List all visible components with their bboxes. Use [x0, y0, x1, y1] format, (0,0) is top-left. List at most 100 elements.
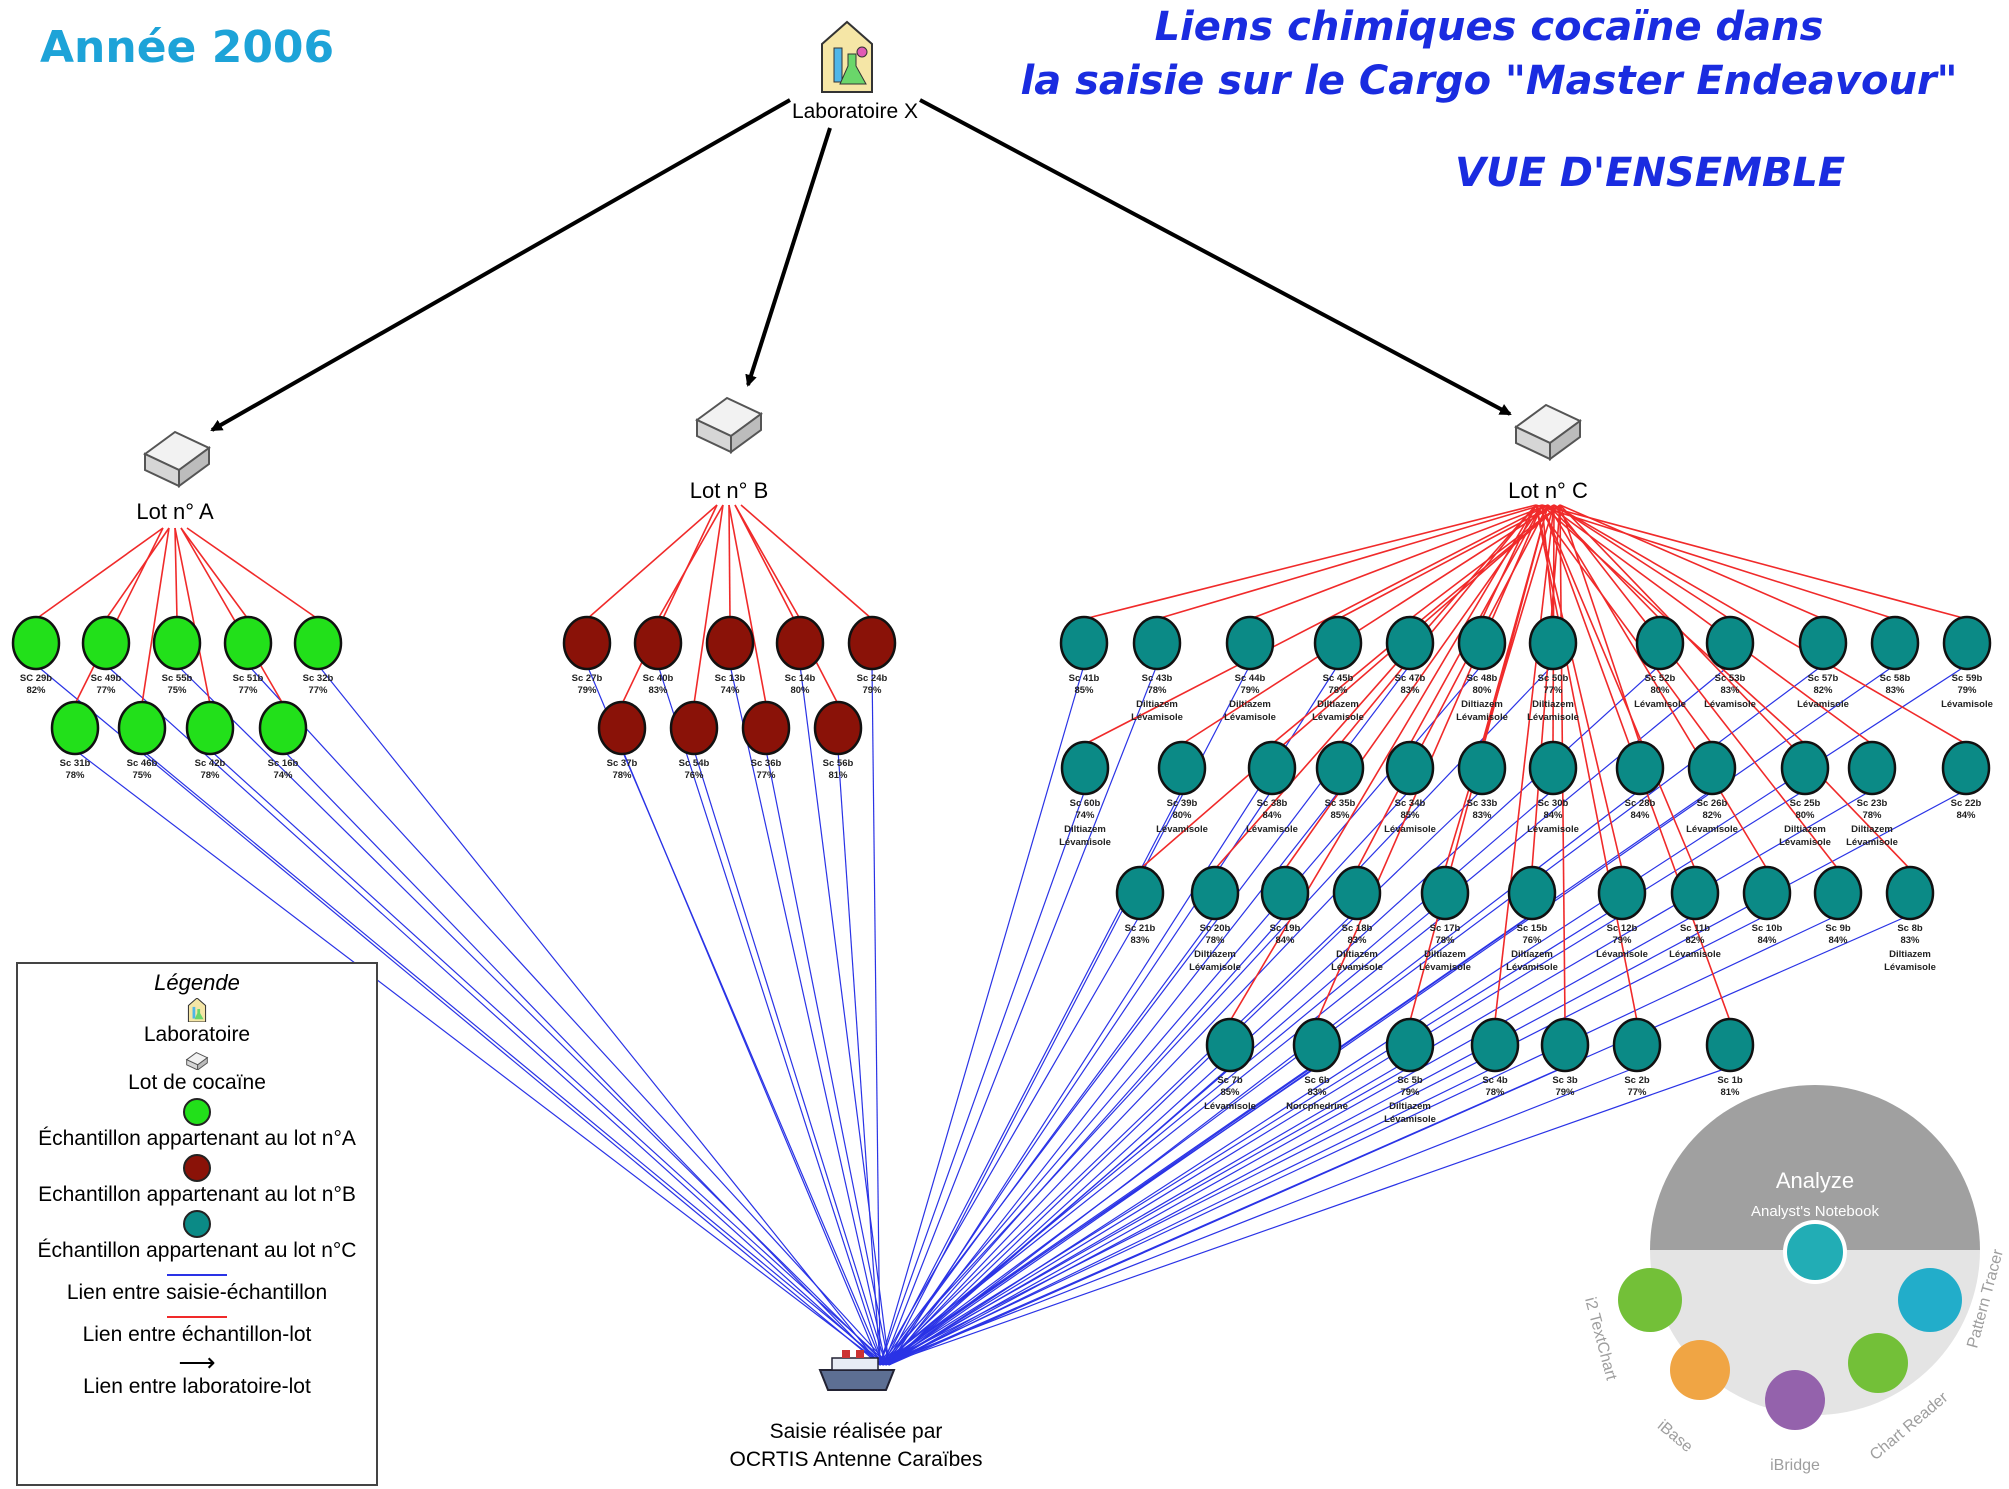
sample-c-node[interactable]	[1705, 1017, 1755, 1073]
sample-a-node[interactable]	[117, 700, 167, 756]
sample-c-node[interactable]	[1742, 865, 1792, 921]
sample-c-lot-link	[1535, 504, 1896, 620]
sample-c-node[interactable]	[1292, 1017, 1342, 1073]
sample-c-node[interactable]	[1941, 740, 1991, 796]
sample-c-lot-link	[1559, 504, 1824, 620]
sample-c-node[interactable]	[1157, 740, 1207, 796]
sample-c-lot-link	[1229, 504, 1537, 1022]
sample-c-node[interactable]	[1870, 615, 1920, 671]
sample-c-pct: 84%	[1828, 935, 1848, 946]
sample-c-node[interactable]	[1385, 740, 1435, 796]
sample-c-node[interactable]	[1315, 740, 1365, 796]
sample-b-node[interactable]	[813, 700, 863, 756]
chart-reader-icon	[1848, 1333, 1908, 1393]
blue-line-icon	[167, 1274, 227, 1276]
ship-icon[interactable]	[818, 1350, 896, 1391]
sample-c-node[interactable]	[1612, 1017, 1662, 1073]
sample-c-note: Lévamisole	[1506, 962, 1558, 973]
sample-a-node[interactable]	[50, 700, 100, 756]
sample-c-node[interactable]	[1115, 865, 1165, 921]
sample-b-node[interactable]	[847, 615, 897, 671]
sample-c-node[interactable]	[1420, 865, 1470, 921]
watermark-center-sub: Analyst's Notebook	[1751, 1203, 1879, 1220]
sample-c-note: Diltiazem	[1784, 824, 1826, 835]
sample-c-note: Lévamisole	[1419, 962, 1471, 973]
sample-a-node[interactable]	[11, 615, 61, 671]
sample-c-node[interactable]	[1260, 865, 1310, 921]
sample-c-node[interactable]	[1687, 740, 1737, 796]
sample-a-pct: 77%	[308, 685, 328, 696]
sample-c-node[interactable]	[1060, 740, 1110, 796]
sample-c-node[interactable]	[1332, 865, 1382, 921]
sample-c-seizure-link	[882, 664, 1824, 1366]
sample-c-node[interactable]	[1457, 740, 1507, 796]
lot-a-icon[interactable]	[143, 430, 211, 488]
sample-a-pct: 75%	[167, 685, 187, 696]
sample-a-node[interactable]	[185, 700, 235, 756]
sample-c-node[interactable]	[1205, 1017, 1255, 1073]
sample-a-node[interactable]	[258, 700, 308, 756]
sample-c-node[interactable]	[1190, 865, 1240, 921]
sample-a-node[interactable]	[223, 615, 273, 671]
lot-b-icon[interactable]	[695, 396, 763, 454]
sample-c-label: Sc 28b	[1625, 798, 1656, 809]
sample-c-node[interactable]	[1540, 1017, 1590, 1073]
sample-c-pct: 83%	[1720, 685, 1740, 696]
sample-c-node[interactable]	[1059, 615, 1109, 671]
sample-c-pct: 78%	[1862, 810, 1882, 821]
legend-label-sample-c: Échantillon appartenant au lot n°C	[37, 1239, 357, 1262]
sample-c-lot-link	[1481, 504, 1537, 620]
sample-a-label: Sc 51b	[233, 673, 264, 684]
sample-c-node[interactable]	[1507, 865, 1557, 921]
sample-c-note: Lévamisole	[1456, 712, 1508, 723]
sample-c-seizure-link	[882, 914, 1533, 1366]
sample-b-node[interactable]	[775, 615, 825, 671]
sample-a-label: Sc 55b	[162, 673, 193, 684]
sample-b-node[interactable]	[741, 700, 791, 756]
sample-c-lot-link	[1547, 504, 1768, 870]
sample-c-node[interactable]	[1798, 615, 1848, 671]
sample-c-node[interactable]	[1847, 740, 1897, 796]
sample-c-node[interactable]	[1225, 615, 1275, 671]
sample-c-node[interactable]	[1780, 740, 1830, 796]
sample-a-node[interactable]	[81, 615, 131, 671]
sample-c-note: Diltiazem	[1424, 949, 1466, 960]
sample-c-node[interactable]	[1313, 615, 1363, 671]
sample-c-pct: 84%	[1275, 935, 1295, 946]
sample-b-pct: 74%	[720, 685, 740, 696]
title-line-1: Liens chimiques cocaïne dans	[1154, 4, 1824, 50]
sample-c-node[interactable]	[1597, 865, 1647, 921]
sample-c-node[interactable]	[1470, 1017, 1520, 1073]
sample-c-node[interactable]	[1942, 615, 1992, 671]
sample-c-lot-link	[1559, 504, 1641, 745]
sample-c-node[interactable]	[1813, 865, 1863, 921]
sample-c-label: Sc 60b	[1070, 798, 1101, 809]
sample-c-pct: 78%	[1485, 1087, 1505, 1098]
sample-c-node[interactable]	[1705, 615, 1755, 671]
sample-c-node[interactable]	[1247, 740, 1297, 796]
sample-c-node[interactable]	[1670, 865, 1720, 921]
sample-c-node[interactable]	[1385, 615, 1435, 671]
laboratory-icon[interactable]	[821, 20, 873, 93]
sample-b-node[interactable]	[669, 700, 719, 756]
sample-a-node[interactable]	[152, 615, 202, 671]
sample-c-node[interactable]	[1615, 740, 1665, 796]
sample-c-node[interactable]	[1385, 1017, 1435, 1073]
sample-a-node[interactable]	[293, 615, 343, 671]
sample-c-node[interactable]	[1635, 615, 1685, 671]
sample-c-node[interactable]	[1132, 615, 1182, 671]
lot-c-icon[interactable]	[1514, 403, 1582, 461]
sample-c-node[interactable]	[1528, 740, 1578, 796]
sample-c-label: Sc 50b	[1538, 673, 1569, 684]
sample-c-node[interactable]	[1528, 615, 1578, 671]
sample-b-node[interactable]	[705, 615, 755, 671]
sample-b-node[interactable]	[633, 615, 683, 671]
sample-c-node[interactable]	[1885, 865, 1935, 921]
sample-c-seizure-link	[882, 789, 1483, 1366]
legend-label-lot-link: Lien entre échantillon-lot	[82, 1323, 312, 1346]
sample-c-node[interactable]	[1457, 615, 1507, 671]
sample-b-node[interactable]	[562, 615, 612, 671]
sample-c-seizure-link	[879, 1066, 1638, 1366]
sample-c-label: Sc 20b	[1200, 923, 1231, 934]
sample-b-node[interactable]	[597, 700, 647, 756]
